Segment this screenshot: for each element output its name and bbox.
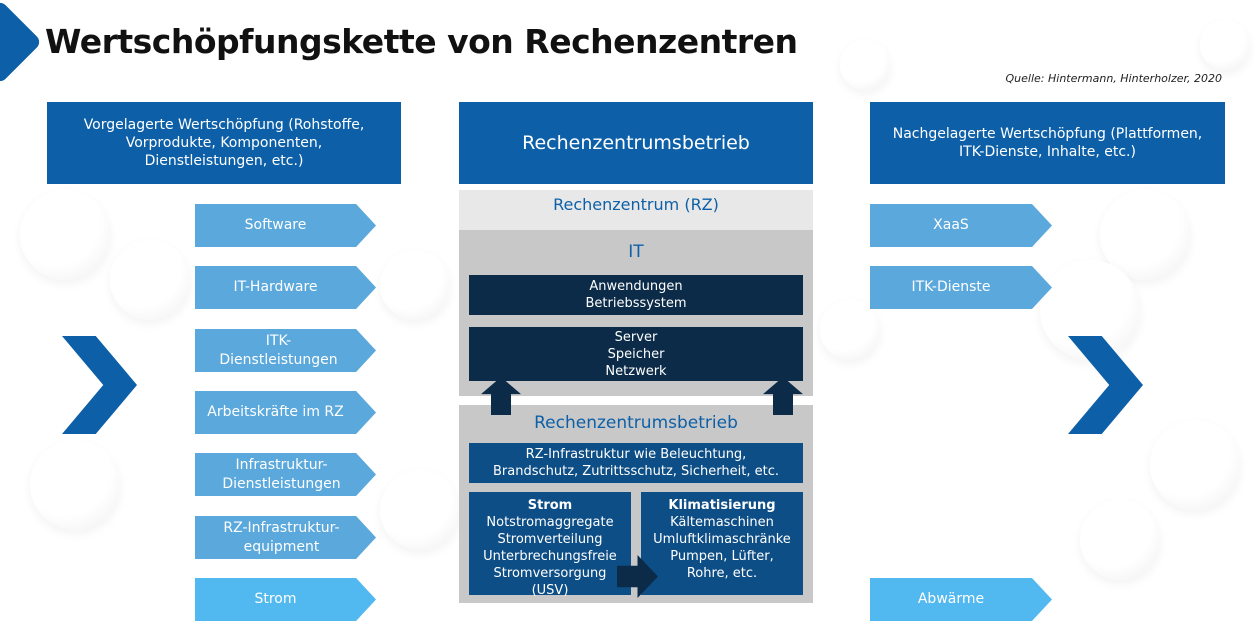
input-arrow-strom: Strom: [195, 578, 376, 621]
box-line: Pumpen, Lüfter,: [670, 549, 774, 564]
page-title: Wertschöpfungskette von Rechenzentren: [45, 22, 798, 61]
background-dot: [1080, 500, 1160, 580]
box-line: Netzwerk: [605, 363, 667, 379]
strom-box: Strom Notstromaggregate Stromverteilung …: [469, 492, 631, 598]
input-arrow-infrastruktur-dienstleistungen: Infrastruktur-Dienstleistungen: [195, 453, 376, 496]
input-arrow-rz-infrastruktur-equipment: RZ-Infrastruktur-equipment: [195, 516, 376, 559]
box-line: Kältemaschinen: [670, 515, 774, 530]
input-arrow-arbeitskraefte: Arbeitskräfte im RZ: [195, 391, 376, 434]
background-dot: [1200, 20, 1250, 70]
input-arrow-it-hardware: IT-Hardware: [195, 266, 376, 309]
output-arrow-itk-dienste: ITK-Dienste: [870, 266, 1052, 309]
box-line: Stromversorgung: [493, 566, 607, 581]
box-line: (USV): [531, 583, 569, 598]
strom-title: Strom: [527, 498, 573, 513]
background-dot: [110, 240, 190, 320]
input-arrow-software: Software: [195, 204, 376, 247]
box-line: Brandschutz, Zutrittsschutz, Sicherheit,…: [492, 464, 779, 479]
box-line: Betriebssystem: [585, 296, 687, 311]
background-dot: [380, 470, 460, 550]
chevron-right-icon: [62, 336, 137, 434]
box-line: Umluftklimaschränke: [653, 532, 791, 547]
rz-label: Rechenzentrum (RZ): [459, 190, 813, 230]
box-line: Anwendungen: [589, 279, 683, 294]
box-line: Unterbrechungsfreie: [483, 549, 617, 564]
upstream-header: Vorgelagerte Wertschöpfung (Rohstoffe, V…: [47, 102, 401, 184]
operations-label: Rechenzentrumsbetrieb: [534, 413, 738, 433]
box-line: Rohre, etc.: [686, 566, 758, 581]
box-line: Server: [614, 329, 658, 345]
input-arrow-itk-dienstleistungen: ITK-Dienstleistungen: [195, 329, 376, 372]
background-dot: [20, 190, 110, 280]
title-accent-shape: [0, 0, 43, 85]
background-dot: [840, 40, 890, 90]
box-line: Speicher: [607, 346, 665, 362]
hardware-layer-box: Server Speicher Netzwerk: [469, 327, 803, 381]
box-line: RZ-Infrastruktur wie Beleuchtung,: [525, 447, 747, 462]
operations-header: Rechenzentrumsbetrieb: [459, 102, 813, 184]
output-arrow-abwaerme: Abwärme: [870, 578, 1052, 621]
box-line: Notstromaggregate: [486, 515, 614, 530]
background-dot: [30, 440, 120, 530]
background-dot: [1150, 420, 1240, 510]
klimatisierung-box: Klimatisierung Kältemaschinen Umluftklim…: [641, 492, 803, 595]
klima-title: Klimatisierung: [668, 498, 776, 513]
box-line: Stromverteilung: [497, 532, 603, 547]
source-citation: Quelle: Hintermann, Hinterholzer, 2020: [1005, 72, 1222, 85]
output-arrow-xaas: XaaS: [870, 204, 1052, 247]
background-dot: [1100, 190, 1190, 280]
downstream-header: Nachgelagerte Wertschöpfung (Plattformen…: [870, 102, 1225, 184]
software-layer-box: Anwendungen Betriebssystem: [469, 275, 803, 315]
background-dot: [380, 250, 450, 320]
rz-infrastructure-box: RZ-Infrastruktur wie Beleuchtung, Brands…: [469, 443, 803, 483]
background-dot: [820, 300, 880, 360]
it-label: IT: [628, 242, 644, 262]
